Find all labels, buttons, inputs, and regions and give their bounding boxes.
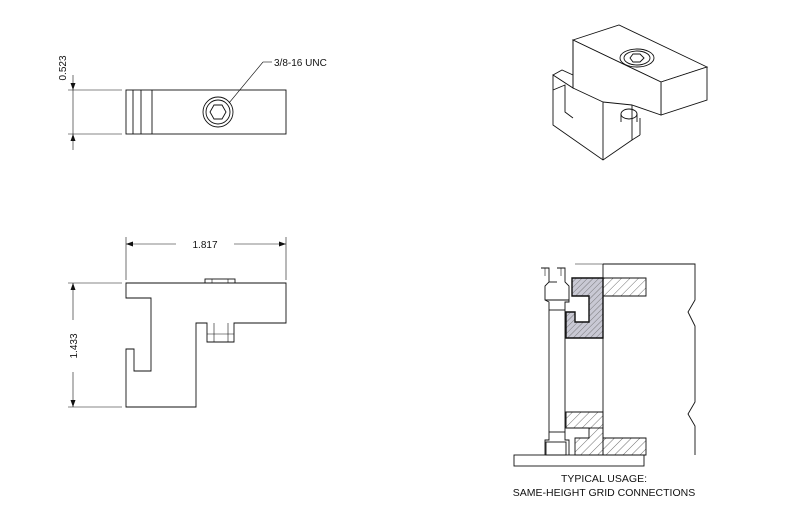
top-view: 3/8-16 UNC 0.523 [58,55,327,150]
lower-clamp [565,411,604,456]
height-dim-top: 0.523 [58,55,69,80]
callout-leader [228,61,264,104]
front-view: 1.817 1.433 [68,237,287,408]
iso-screw-icon [619,48,655,68]
socket-screw-icon [202,96,234,128]
base-plate [513,454,645,467]
usage-caption-line1: TYPICAL USAGE: [561,473,647,485]
lower-clamp-arm [602,437,647,456]
extrusion-profile [541,267,550,455]
iso-side-face [552,39,662,161]
thread-callout: 3/8-16 UNC [274,58,327,69]
isometric-view [552,24,709,161]
top-view-outline [125,89,287,135]
height-dim-front: 1.433 [69,333,80,358]
front-view-outline [125,282,287,408]
width-dim: 1.817 [192,240,217,251]
screw-head-profile [204,278,236,284]
usage-detail: TYPICAL USAGE: SAME-HEIGHT GRID CONNECTI… [513,263,696,499]
upper-clamp-arm [602,277,647,297]
upper-clamp [565,277,604,339]
usage-caption-line2: SAME-HEIGHT GRID CONNECTIONS [513,487,695,499]
panel-edge [603,263,696,455]
